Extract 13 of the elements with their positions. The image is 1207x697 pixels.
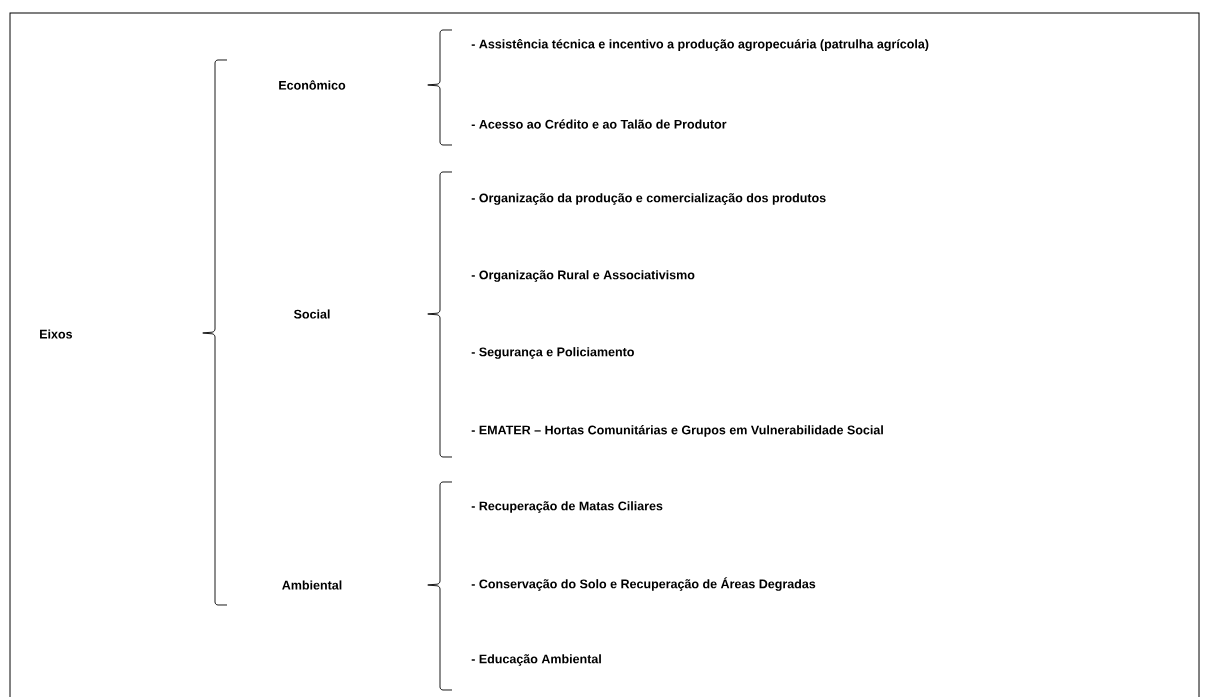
item-text: - EMATER – Hortas Comunitárias e Grupos em Vulnerabilidade Social bbox=[471, 425, 883, 437]
item-text: - Segurança e Policiamento bbox=[471, 347, 634, 359]
item-text: - Organização Rural e Associativismo bbox=[471, 270, 695, 282]
item-text: - Recuperação de Matas Ciliares bbox=[471, 501, 663, 513]
item-text: - Acesso ao Crédito e ao Talão de Produtor bbox=[471, 119, 727, 129]
item-text: - Conservação do Solo e Recuperação de Áreas Degradas bbox=[471, 577, 816, 591]
category-label: Ambiental bbox=[282, 580, 342, 590]
item-text: - Assistência técnica e incentivo a produção agropecuária (patrulha agrícola) bbox=[471, 39, 929, 51]
item-text: - Educação Ambiental bbox=[471, 654, 601, 666]
category-label: Econômico bbox=[279, 80, 346, 90]
axis-title: Eixos bbox=[40, 329, 73, 339]
category-label: Social bbox=[293, 309, 330, 319]
item-text: - Organização da produção e comercialização dos produtos bbox=[471, 193, 826, 205]
